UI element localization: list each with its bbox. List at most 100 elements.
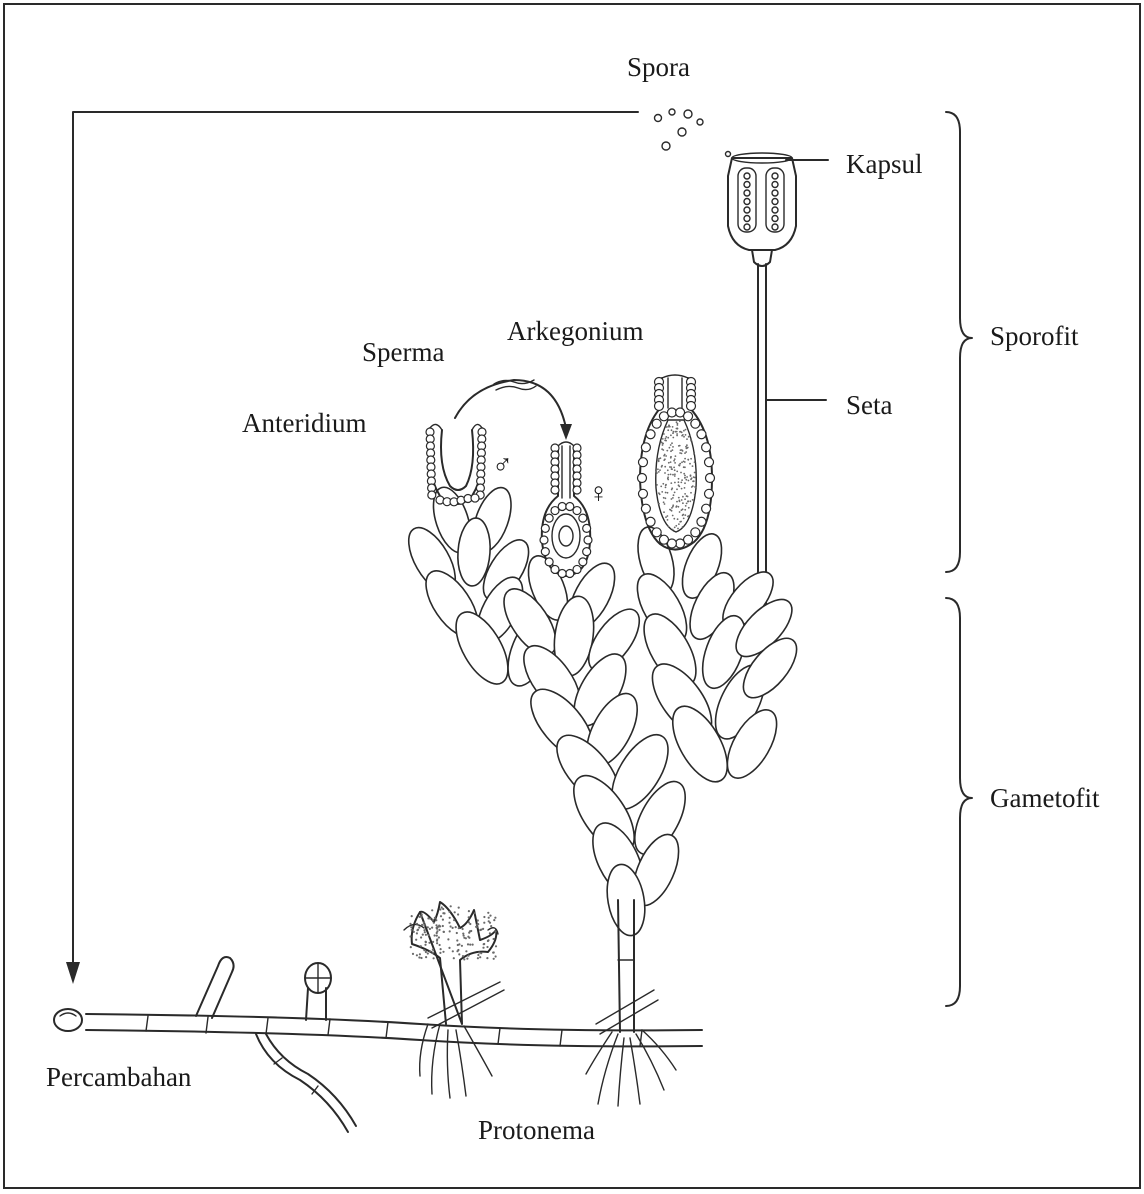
- stipple-dot: [657, 468, 659, 470]
- stipple-dot: [483, 943, 485, 945]
- cell: [428, 491, 436, 499]
- label-spora: Spora: [627, 52, 690, 82]
- cell: [471, 494, 479, 502]
- stipple-dot: [472, 944, 474, 946]
- stipple-dot: [442, 912, 444, 914]
- stipple-dot: [432, 919, 434, 921]
- stipple-dot: [665, 426, 667, 428]
- cell: [551, 486, 559, 494]
- stipple-dot: [409, 935, 411, 937]
- stipple-dot: [490, 925, 492, 927]
- stipple-dot: [688, 515, 690, 517]
- stipple-dot: [670, 444, 672, 446]
- stipple-dot: [465, 937, 467, 939]
- stipple-dot: [436, 942, 438, 944]
- stipple-dot: [664, 466, 666, 468]
- stipple-dot: [462, 933, 464, 935]
- stipple-dot: [670, 457, 672, 459]
- stipple-dot: [419, 953, 421, 955]
- stipple-dot: [453, 919, 455, 921]
- stipple-dot: [663, 459, 665, 461]
- stipple-dot: [694, 472, 696, 474]
- stipple-dot: [676, 433, 678, 435]
- stipple-dot: [671, 468, 673, 470]
- stipple-dot: [678, 464, 680, 466]
- capsule-spore: [744, 182, 750, 188]
- spores: [655, 109, 731, 157]
- stipple-dot: [686, 444, 688, 446]
- stipple-dot: [428, 942, 430, 944]
- stipple-dot: [489, 915, 491, 917]
- stipple-dot: [423, 924, 425, 926]
- cell: [573, 507, 581, 515]
- stipple-dot: [665, 492, 667, 494]
- stipple-dot: [665, 438, 667, 440]
- stipple-dot: [455, 926, 457, 928]
- stipple-dot: [656, 484, 658, 486]
- stipple-dot: [439, 944, 441, 946]
- stipple-dot: [458, 927, 460, 929]
- stipple-dot: [679, 511, 681, 513]
- capsule-spore: [772, 224, 778, 230]
- rhizoid: [598, 1034, 618, 1104]
- stipple-dot: [676, 471, 678, 473]
- stipple-dot: [663, 433, 665, 435]
- capsule: [728, 153, 796, 266]
- stipple-dot: [667, 515, 669, 517]
- stipple-dot: [493, 938, 495, 940]
- stipple-dot: [411, 929, 413, 931]
- stipple-dot: [674, 458, 676, 460]
- cell: [566, 569, 574, 577]
- stipple-dot: [665, 455, 667, 457]
- stipple-dot: [463, 935, 465, 937]
- stipple-dot: [447, 938, 449, 940]
- stipple-dot: [667, 479, 669, 481]
- stipple-dot: [693, 480, 695, 482]
- stipple-dot: [690, 439, 692, 441]
- stipple-dot: [679, 445, 681, 447]
- stipple-dot: [436, 932, 438, 934]
- stipple-dot: [695, 487, 697, 489]
- stipple-dot: [489, 932, 491, 934]
- stipple-dot: [694, 461, 696, 463]
- stipple-dot: [667, 437, 669, 439]
- stipple-dot: [677, 424, 679, 426]
- stipple-dot: [456, 932, 458, 934]
- stipple-dot: [672, 506, 674, 508]
- stipple-dot: [680, 472, 682, 474]
- stipple-dot: [677, 528, 679, 530]
- stipple-dot: [495, 955, 497, 957]
- stipple-dot: [476, 924, 478, 926]
- cell: [638, 458, 647, 467]
- stipple-dot: [457, 944, 459, 946]
- stipple-dot: [674, 469, 676, 471]
- stipple-dot: [683, 473, 685, 475]
- stipple-dot: [442, 925, 444, 927]
- stipple-dot: [671, 487, 673, 489]
- cell: [540, 536, 548, 544]
- cell: [702, 443, 711, 452]
- cell: [583, 524, 591, 532]
- stipple-dot: [410, 926, 412, 928]
- stipple-dot: [416, 929, 418, 931]
- stipple-dot: [467, 955, 469, 957]
- stipple-dot: [432, 952, 434, 954]
- stipple-dot: [684, 475, 686, 477]
- label-arkegonium: Arkegonium: [507, 316, 643, 346]
- stipple-dot: [662, 449, 664, 451]
- stipple-dot: [436, 938, 438, 940]
- stipple-dot: [674, 527, 676, 529]
- stipple-dot: [672, 426, 674, 428]
- cell: [558, 503, 566, 511]
- stipple-dot: [420, 936, 422, 938]
- stipple-dot: [671, 429, 673, 431]
- stipple-dot: [677, 518, 679, 520]
- stipple-dot: [480, 952, 482, 954]
- stipple-dot: [467, 943, 469, 945]
- stipple-dot: [477, 954, 479, 956]
- stipple-dot: [667, 519, 669, 521]
- stipple-dot: [488, 917, 490, 919]
- stipple-dot: [674, 462, 676, 464]
- stipple-dot: [487, 912, 489, 914]
